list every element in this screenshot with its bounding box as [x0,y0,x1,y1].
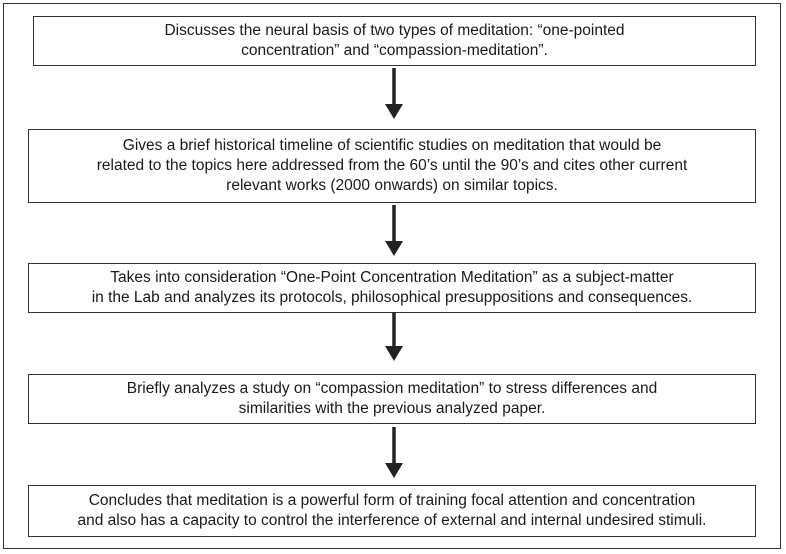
flow-step-1-text: Discusses the neural basis of two types … [164,22,625,59]
flow-step-5-text: Concludes that meditation is a powerful … [77,492,707,529]
flow-step-3: Takes into consideration “One-Point Conc… [28,263,756,313]
down-arrow-4 [385,427,403,479]
flow-step-3-text: Takes into consideration “One-Point Conc… [91,269,693,306]
flow-step-2: Gives a brief historical timeline of sci… [28,129,756,203]
flow-step-4: Briefly analyzes a study on “compassion … [28,374,756,424]
down-arrow-3 [385,312,403,362]
flow-step-2-text: Gives a brief historical timeline of sci… [96,137,688,194]
flow-step-5: Concludes that meditation is a powerful … [28,485,756,537]
flow-step-4-text: Briefly analyzes a study on “compassion … [126,380,658,417]
diagram-frame [3,3,781,549]
down-arrow-1 [385,68,403,120]
down-arrow-2 [385,205,403,257]
flow-step-1: Discusses the neural basis of two types … [33,16,756,66]
